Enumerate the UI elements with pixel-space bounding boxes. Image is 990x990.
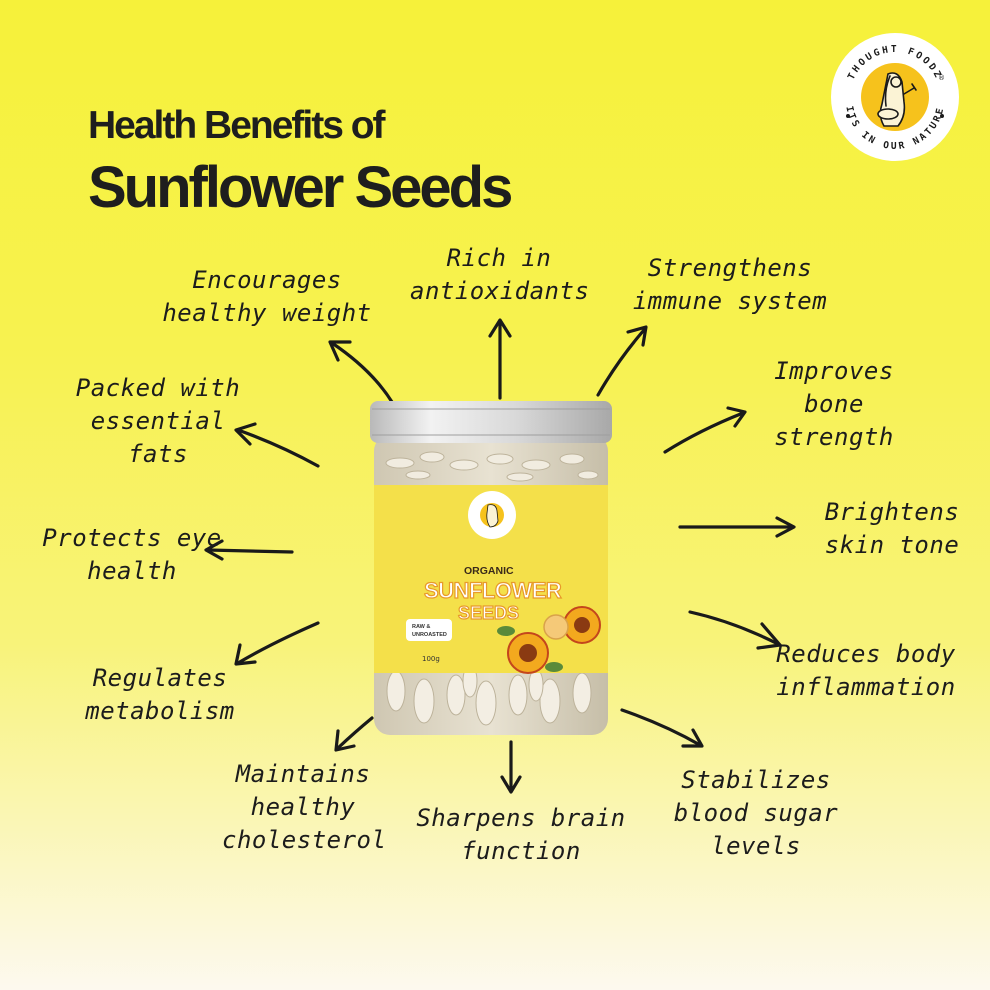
- arrow-strengthens-immune: [596, 325, 648, 397]
- brand-registered-mark: ®: [938, 74, 945, 82]
- jar-badge-line-2: UNROASTED: [412, 632, 447, 638]
- brand-logo: THOUGHT FOODZ ITS IN OUR NATURE ®: [831, 33, 959, 161]
- arrow-reduces-inflammation: [688, 610, 782, 650]
- arrow-sharpens-brain: [500, 740, 522, 794]
- product-jar: ORGANIC SUNFLOWER SEEDS RAW & UNROASTED …: [370, 401, 612, 735]
- arrow-regulates-metabolism: [234, 621, 320, 666]
- sunflower-icon: [497, 606, 601, 674]
- arrow-protects-eye: [204, 539, 294, 561]
- arrow-brightens-skin: [678, 516, 796, 538]
- jar-product-name-1: SUNFLOWER: [424, 578, 562, 603]
- title-line-2: Sunflower Seeds: [88, 155, 513, 220]
- seeds-bottom: [386, 664, 592, 726]
- arrow-packed-fats: [234, 422, 320, 468]
- arrow-encourages-weight: [328, 340, 394, 404]
- woman-illustration-icon: [877, 72, 917, 127]
- jar-product-name-2: SEEDS: [458, 603, 519, 623]
- jar-lid: [370, 401, 612, 443]
- jar-badge: [406, 619, 452, 641]
- arrow-rich-in-antioxidants: [488, 318, 512, 400]
- arrow-maintains-cholesterol: [334, 716, 374, 752]
- arrow-stabilizes-sugar: [620, 708, 704, 748]
- jar-organic-text: ORGANIC: [464, 565, 514, 577]
- jar-weight: 100g: [422, 655, 440, 663]
- title-line-1: Health Benefits of: [88, 104, 386, 147]
- arrow-improves-bone: [663, 406, 747, 454]
- seeds-top: [385, 451, 599, 482]
- jar-badge-line-1: RAW &: [412, 624, 430, 630]
